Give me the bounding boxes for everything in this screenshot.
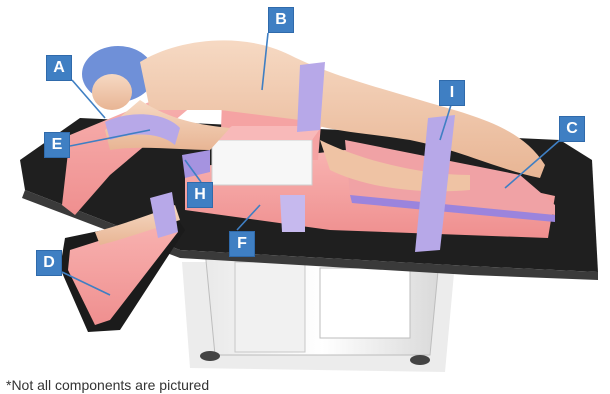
callout-h: H [187,182,213,208]
callout-d: D [36,250,62,276]
callout-i: I [439,80,465,106]
callout-c: C [559,116,585,142]
callout-b: B [268,7,294,33]
callout-a: A [46,55,72,81]
callout-f: F [229,231,255,257]
footnote: *Not all components are pictured [6,377,209,393]
callout-e: E [44,132,70,158]
